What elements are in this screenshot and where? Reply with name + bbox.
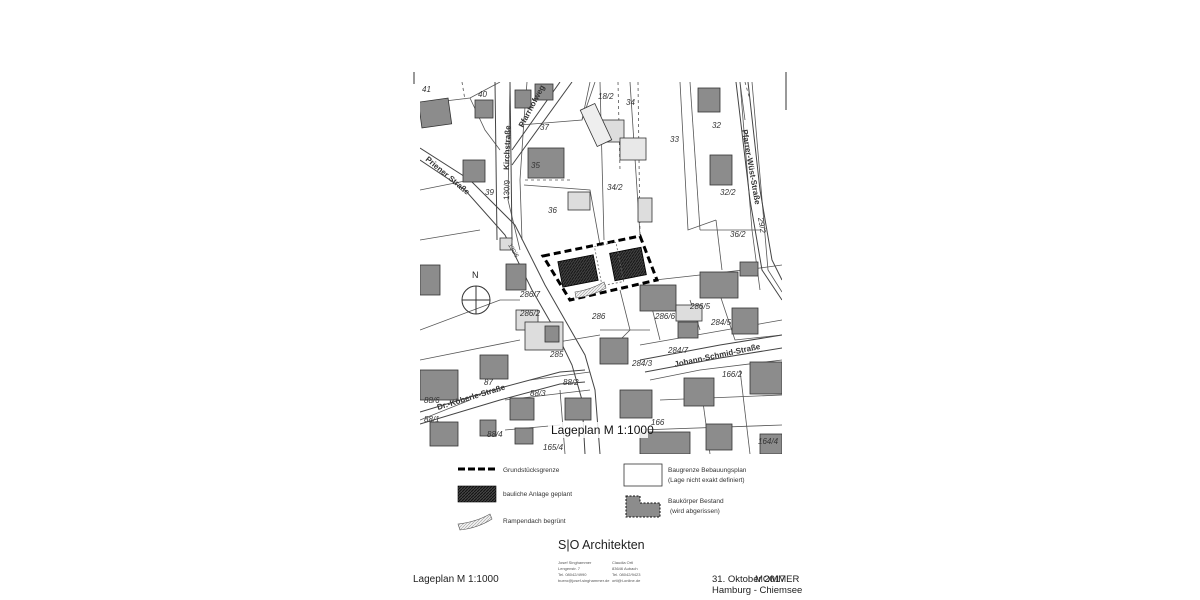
parcel-number: 40 <box>478 90 487 99</box>
parcel-number: 37 <box>540 123 549 132</box>
parcel-number: 285 <box>549 350 564 359</box>
planned-building-1 <box>557 254 599 288</box>
north-arrow: N <box>461 270 491 315</box>
plan-date: 31. Oktober 2017 <box>712 574 785 585</box>
parcel-labels: 41 40 37 18/2 34 33 32 35 34/2 32/2 39 3… <box>422 85 779 452</box>
parcel-number: 33 <box>670 135 679 144</box>
contact-phone: Tel. 08042/4990 <box>558 572 587 577</box>
green-ramp-roof <box>574 281 607 299</box>
parcel-number: 284/3 <box>631 359 653 368</box>
parcel-number: 32/2 <box>720 188 736 197</box>
contact-email: ortl@t-online.de <box>612 578 641 583</box>
legend-label: Grundstücksgrenze <box>503 467 560 474</box>
parcel-number: 36 <box>548 206 557 215</box>
parcel-number: 88/1 <box>424 415 440 424</box>
parcel-number: 166/2 <box>722 370 743 379</box>
firm-contact-right: Claudia Ortl 83646 Aubach Tel. 08042/942… <box>612 560 641 583</box>
contact-name: Josef Singhammer <box>558 560 592 565</box>
firm-name: S|O Architekten <box>558 538 645 552</box>
contact-phone: Tel. 08042/9423 <box>612 572 641 577</box>
legend-label-note: (Lage nicht exakt definiert) <box>668 477 745 484</box>
map-title: Lageplan M 1:1000 <box>551 423 654 437</box>
contact-city: 83646 Aubach <box>612 566 638 571</box>
contact-street: Lengenstr. 7 <box>558 566 581 571</box>
parcel-number: 32 <box>712 121 721 130</box>
parcel-number: 166 <box>651 418 665 427</box>
firm-contact-left: Josef Singhammer Lengenstr. 7 Tel. 08042… <box>558 560 610 583</box>
parcel-number: 88/6 <box>424 396 440 405</box>
streets <box>420 82 782 454</box>
plot-boundary <box>540 234 660 302</box>
project-location: Hamburg - Chiemsee <box>712 585 802 596</box>
legend-label: bauliche Anlage geplant <box>503 491 572 498</box>
parcel-number: 164/4 <box>758 437 779 446</box>
parcel-number: 88/2 <box>563 378 579 387</box>
parcel-number: 165/4 <box>543 443 564 452</box>
existing-building-to-demolish <box>593 241 625 287</box>
parcel-number: 88/4 <box>487 430 503 439</box>
parcel-number: 286/2 <box>519 309 541 318</box>
parcel-number: 284/5 <box>710 318 732 327</box>
legend-symbol-planned-building <box>457 485 497 503</box>
parcel-number: 34 <box>626 98 635 107</box>
parcel-number: 35 <box>531 161 540 170</box>
legend-label: Baukörper Bestand <box>668 498 724 505</box>
legend-symbol-ramp <box>457 513 493 531</box>
legend: Grundstücksgrenze bauliche Anlage geplan… <box>457 463 747 531</box>
legend-symbol-building-limit <box>623 463 663 487</box>
contact-name: Claudia Ortl <box>612 560 633 565</box>
parcel-number: 87 <box>484 378 493 387</box>
street-number: 130/9 <box>502 179 512 200</box>
parcel-number: 286/6 <box>654 312 676 321</box>
planned-building-2 <box>609 246 647 282</box>
parcel-number: 36/2 <box>730 230 746 239</box>
client-name: MOMMER <box>755 574 799 585</box>
title-block: S|O Architekten Josef Singhammer Lengens… <box>413 538 802 596</box>
parcel-number: 286/7 <box>519 290 541 299</box>
parcel-number: 286 <box>591 312 606 321</box>
street-label-kirchstrasse: Kirchstraße <box>502 125 513 170</box>
legend-label-note: (wird abgerissen) <box>670 508 720 515</box>
parcel-number: 88/3 <box>530 389 546 398</box>
legend-label: Baugrenze Bebauungsplan <box>668 467 747 474</box>
parcel-number: 18/2 <box>598 92 614 101</box>
street-number: 29/2 <box>756 216 768 234</box>
parcel-number: 284/7 <box>667 346 689 355</box>
legend-label: Rampendach begrünt <box>503 518 566 525</box>
legend-symbol-demolish <box>625 495 661 518</box>
plan-title: Lageplan M 1:1000 <box>413 574 499 585</box>
parcel-number: 41 <box>422 85 431 94</box>
parcel-number: 39 <box>485 188 494 197</box>
contact-email: buero@josef-singhammer.de <box>558 578 610 583</box>
parcel-number: 34/2 <box>607 183 623 192</box>
parcel-number: 286/5 <box>689 302 711 311</box>
north-label: N <box>472 270 479 280</box>
existing-buildings <box>420 83 782 454</box>
